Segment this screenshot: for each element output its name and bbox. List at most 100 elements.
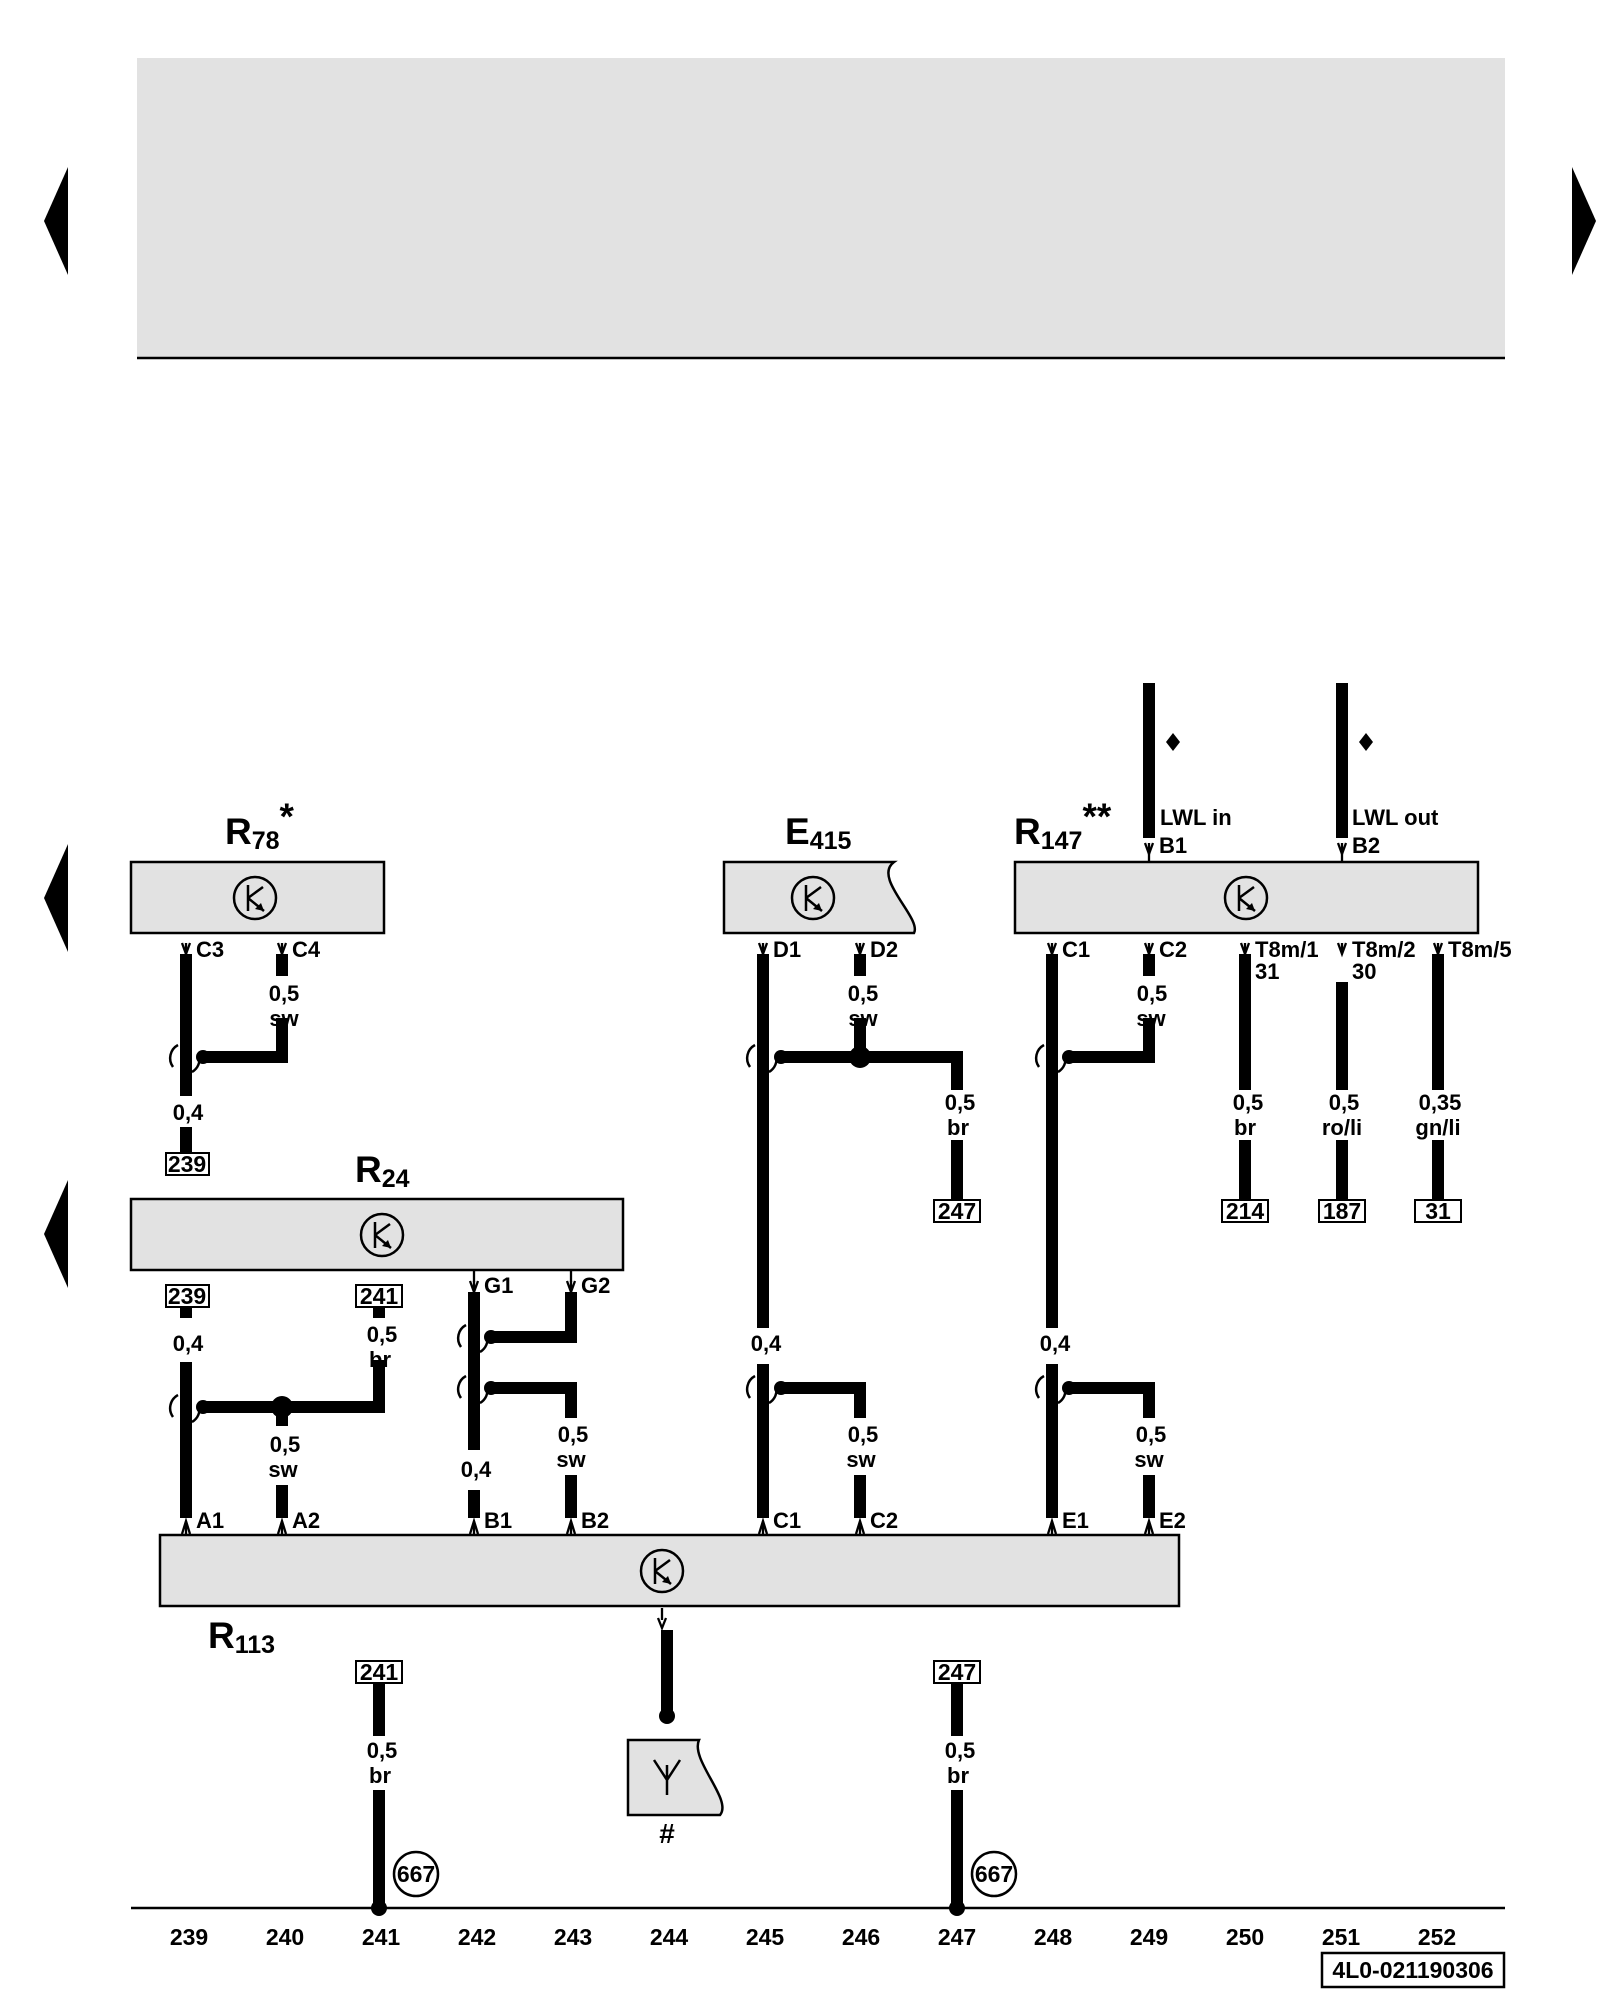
ref-box [1221,1199,1269,1223]
pin-label: D2 [870,937,898,962]
pin-label: 31 [1255,959,1279,984]
wire-r147-c2 [1066,1018,1155,1063]
pin-label: T8m/5 [1448,937,1512,962]
wire-size: 0,4 [461,1457,492,1482]
wire-color: sw [1134,1447,1164,1472]
fibre-label: LWL in [1160,805,1232,830]
r24-label: R24 [355,1149,410,1193]
ref-number: 241 [360,1283,399,1309]
pin-label: C3 [196,937,224,962]
junction-dot [659,1708,675,1724]
pin-label: C1 [773,1508,801,1533]
wire-color: br [947,1763,969,1788]
ruler-number: 252 [1418,1924,1456,1950]
pin-label: D1 [773,937,801,962]
pin-arrow [1143,941,1155,956]
pin-label: C4 [292,937,321,962]
wire-color: br [369,1763,391,1788]
r113-component [158,1533,1181,1608]
pin-arrow [1432,941,1444,956]
wire-d2-link [778,1051,963,1090]
pin-label: G1 [484,1273,513,1298]
wire-size: 0,5 [269,981,300,1006]
antenna-ref: # [659,1818,675,1849]
pin-arrow [276,941,288,956]
wire-e2-link [1066,1382,1155,1418]
ruler-number: 247 [938,1924,976,1950]
wire-color: sw [269,1006,299,1031]
pin-label: C1 [1062,937,1090,962]
pin-label: B2 [581,1508,609,1533]
wire-color: ro/li [1322,1115,1362,1140]
ground-ref-number: 667 [975,1861,1013,1887]
ground-ref-circle [970,1850,1018,1898]
ground-ref-number: 667 [397,1861,435,1887]
pin-label: T8m/2 [1352,937,1416,962]
wire-color: br [1234,1115,1256,1140]
pin-label: A2 [292,1508,320,1533]
pin-arrow [1336,941,1348,956]
ruler-number: 245 [746,1924,785,1950]
pin-label: E2 [1159,1508,1186,1533]
pin-arrow [1046,941,1058,956]
wire-color: gn/li [1415,1115,1460,1140]
pin-label: E1 [1062,1508,1089,1533]
pin-label: G2 [581,1273,610,1298]
pin-label: A1 [196,1508,224,1533]
ruler-number: 249 [1130,1924,1168,1950]
antenna-component [626,1738,724,1817]
wire-size: 0,5 [848,981,879,1006]
ref-box [933,1199,981,1223]
ruler-number: 239 [170,1924,208,1950]
ruler-number: 241 [362,1924,401,1950]
wire-size: 0,35 [1419,1090,1462,1115]
nav-arrow-left-icon[interactable] [44,1180,68,1288]
ruler-number: 244 [650,1924,689,1950]
header-band [137,58,1505,358]
pin-arrow [468,1279,480,1294]
wire-b2-link [488,1382,577,1418]
wire-size: 0,5 [270,1432,301,1457]
wire-size: 0,5 [945,1738,976,1763]
ref-box [165,1152,210,1176]
junction-dot [271,1396,293,1418]
nav-arrow-left-icon[interactable] [44,844,68,952]
wire-c4 [200,1018,288,1063]
antenna-icon [652,1759,682,1795]
wire-r24-br [203,1360,385,1413]
e415-label: E415 [785,811,851,855]
wire-size: 0,4 [173,1100,204,1125]
wire-color: br [947,1115,969,1140]
pin-arrow [757,941,769,956]
wire-size: 0,5 [558,1422,589,1447]
wire-color: sw [268,1457,298,1482]
wire-size: 0,5 [1136,1422,1167,1447]
r113-pin-arrows [180,1517,1155,1535]
pin-arrow [1239,941,1251,956]
wire-size: 0,5 [1137,981,1168,1006]
diamond-icon [1359,733,1373,751]
pin-label: T8m/1 [1255,937,1319,962]
ref-number: 247 [938,1659,976,1685]
ruler-number: 246 [842,1924,880,1950]
pin-label: B1 [484,1508,512,1533]
nav-arrow-left-icon[interactable] [44,167,68,275]
ref-number: 247 [938,1198,976,1224]
ruler-number: 243 [554,1924,592,1950]
diamond-icon [1166,733,1180,751]
pin-label: 30 [1352,959,1376,984]
pin-arrow [656,1617,668,1632]
pin-arrow [854,941,866,956]
junction-dot [849,1046,871,1068]
ref-number: 214 [1226,1198,1265,1224]
pin-label: C2 [1159,937,1187,962]
pin-arrow [565,1279,577,1294]
wire-color: sw [556,1447,586,1472]
wire-size: 0,5 [1329,1090,1360,1115]
r78-component [129,860,386,935]
ref-box [1318,1199,1366,1223]
ref-box [1414,1199,1462,1223]
ruler-number: 240 [266,1924,304,1950]
wire-size: 0,5 [945,1090,976,1115]
nav-arrow-right-icon[interactable] [1572,167,1596,275]
